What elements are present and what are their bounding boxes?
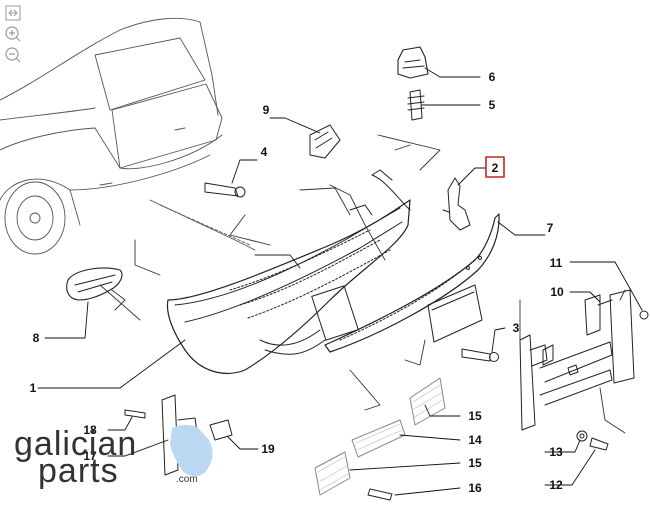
zoom-in-icon[interactable]: [4, 25, 22, 43]
watermark-line1: galician: [14, 425, 137, 463]
callout-7[interactable]: 7: [547, 221, 554, 235]
expand-icon[interactable]: [4, 4, 22, 22]
callout-16[interactable]: 16: [468, 481, 482, 495]
mounting-brackets: [519, 289, 635, 431]
callout-19[interactable]: 19: [261, 442, 275, 456]
callout-2-highlight: [485, 156, 505, 178]
callout-18[interactable]: 18: [83, 423, 97, 437]
guide-lines: [99, 134, 626, 434]
callout-13[interactable]: 13: [549, 445, 563, 459]
zoom-out-icon[interactable]: [4, 46, 22, 64]
lower-spoiler: [324, 213, 500, 353]
callout-9[interactable]: 9: [263, 103, 270, 117]
reflectors: [314, 377, 446, 496]
plate-bracket: [427, 284, 483, 343]
bumper-cover: [166, 169, 411, 374]
callout-labels: 1 2 3 4 5 6 7 8 9 10 11 12 13 14 15 15 1…: [30, 70, 564, 495]
zoom-toolbar: [4, 4, 26, 67]
callout-15-lower[interactable]: 15: [468, 456, 482, 470]
leader-lines: [37, 67, 643, 496]
callout-3[interactable]: 3: [513, 321, 520, 335]
callout-8[interactable]: 8: [33, 331, 40, 345]
callout-6[interactable]: 6: [489, 70, 496, 84]
callout-12[interactable]: 12: [549, 478, 563, 492]
callout-5[interactable]: 5: [489, 98, 496, 112]
galicianparts-watermark: galician parts .com: [14, 425, 213, 490]
callout-15-upper[interactable]: 15: [468, 409, 482, 423]
callout-2[interactable]: 2: [492, 161, 499, 175]
callout-1[interactable]: 1: [30, 381, 37, 395]
callout-11[interactable]: 11: [550, 256, 563, 270]
watermark-suffix: .com: [176, 474, 198, 485]
watermark-line2: parts: [38, 452, 119, 490]
galicia-map-shape: [170, 425, 213, 477]
callout-4[interactable]: 4: [261, 145, 268, 159]
callout-14[interactable]: 14: [468, 433, 482, 447]
callout-17[interactable]: 17: [83, 449, 97, 463]
callout-10[interactable]: 10: [550, 285, 564, 299]
car-silhouette: [0, 17, 256, 255]
small-parts: [66, 46, 649, 501]
